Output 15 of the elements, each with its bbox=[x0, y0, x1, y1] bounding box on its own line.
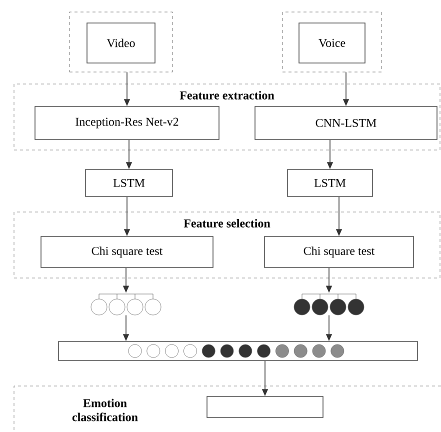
feature-vector-drawing bbox=[294, 294, 364, 316]
dashed-stage-band: Emotion classification bbox=[14, 386, 441, 432]
process-box: CNN-LSTM bbox=[254, 106, 438, 140]
process-box: Chi square test bbox=[40, 236, 214, 268]
dashed-box bbox=[69, 12, 173, 72]
fused-feature-bar bbox=[58, 341, 418, 361]
process-box: LSTM bbox=[85, 169, 173, 197]
process-box bbox=[206, 396, 324, 418]
process-box: Chi square test bbox=[264, 236, 414, 268]
process-box: LSTM bbox=[287, 169, 373, 197]
dashed-box bbox=[282, 12, 382, 72]
process-box: Video bbox=[86, 22, 156, 64]
process-box: Inception-Res Net-v2 bbox=[34, 106, 220, 140]
feature-vector-drawing bbox=[90, 294, 162, 316]
process-box: Voice bbox=[298, 22, 366, 64]
